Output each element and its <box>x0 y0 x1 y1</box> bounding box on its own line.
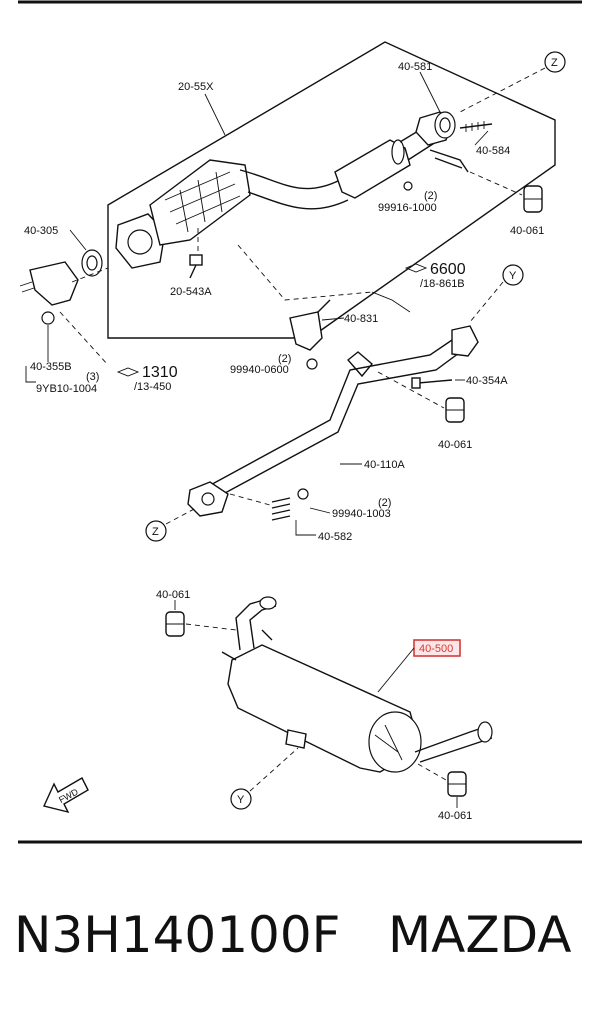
label-rubber-a: 40-061 <box>510 225 544 237</box>
stud-40-584[interactable] <box>459 121 493 132</box>
nut-99916-1000[interactable] <box>403 181 413 191</box>
forward-arrow-icon <box>43 777 89 814</box>
spring-40-582[interactable] <box>271 497 291 521</box>
label-pipe-middle: 40-110A <box>364 459 405 471</box>
label-qty-2c: (2) <box>378 497 391 509</box>
muffler-assembly[interactable] <box>221 596 493 773</box>
front-pipe-assembly[interactable] <box>115 111 469 269</box>
label-ref-y-top: Y <box>509 270 517 282</box>
label-nut-c: 99940-1003 <box>332 508 391 520</box>
caption-brand: MAZDA <box>388 906 571 964</box>
label-ref-6600: 6600 <box>430 261 466 278</box>
rubber-mount-b[interactable] <box>445 397 465 423</box>
caption-part-number: N3H140100F <box>14 906 340 964</box>
nut-99940-1003[interactable] <box>297 488 309 500</box>
label-ref-6600-sub: /18-861B <box>420 278 465 290</box>
label-gasket-top: 40-581 <box>398 61 432 73</box>
front-pipe-box <box>107 41 556 339</box>
bracket-40-831[interactable] <box>289 299 331 351</box>
bolt-40-354a[interactable] <box>411 377 453 389</box>
rubber-mount-d[interactable] <box>447 771 467 797</box>
label-qty-2a: (2) <box>424 190 437 202</box>
label-qty-2b: (2) <box>278 353 291 365</box>
gasket-40-305[interactable] <box>81 249 103 277</box>
middle-pipe-assembly[interactable] <box>187 325 479 517</box>
label-ref-z-bottom: Z <box>152 526 159 538</box>
label-bolt-b: 40-354A <box>466 375 508 387</box>
label-nut-a: 99916-1000 <box>378 202 437 214</box>
label-muffler: 40-500 <box>419 643 453 655</box>
label-ref-y-bottom: Y <box>237 794 245 806</box>
rubber-mount-a[interactable] <box>523 185 543 213</box>
label-front-pipe: 20-55X <box>178 81 214 93</box>
label-bracket: 40-831 <box>344 313 378 325</box>
ref-circle-z-bottom <box>145 520 167 542</box>
label-rubber-c: 40-061 <box>156 589 190 601</box>
ref-circle-y-bottom <box>230 788 252 810</box>
label-spring: 40-582 <box>318 531 352 543</box>
nut-99940-0600[interactable] <box>306 358 318 370</box>
label-bolt-a: 20-543A <box>170 286 212 298</box>
label-ref-1310-sub: /13-450 <box>134 381 171 393</box>
bolt-20-543a[interactable] <box>189 254 203 279</box>
bracket-40-355b[interactable] <box>19 261 79 325</box>
rubber-mount-c[interactable] <box>165 611 185 637</box>
label-rubber-b: 40-061 <box>438 439 472 451</box>
gasket-40-581[interactable] <box>434 111 456 139</box>
label-qty-3: (3) <box>86 371 99 383</box>
label-ref-z-top: Z <box>551 57 558 69</box>
ref-circle-z-top <box>544 51 566 73</box>
label-bolt-left: 9YB10-1004 <box>36 383 97 395</box>
ref-circle-y-top <box>502 264 524 286</box>
label-ref-1310: 1310 <box>142 364 178 381</box>
label-stud: 40-584 <box>476 145 510 157</box>
label-bracket-left: 40-355B <box>30 361 72 373</box>
label-gasket-left: 40-305 <box>24 225 58 237</box>
label-nut-b: 99940-0600 <box>230 364 289 376</box>
label-rubber-d: 40-061 <box>438 810 472 822</box>
